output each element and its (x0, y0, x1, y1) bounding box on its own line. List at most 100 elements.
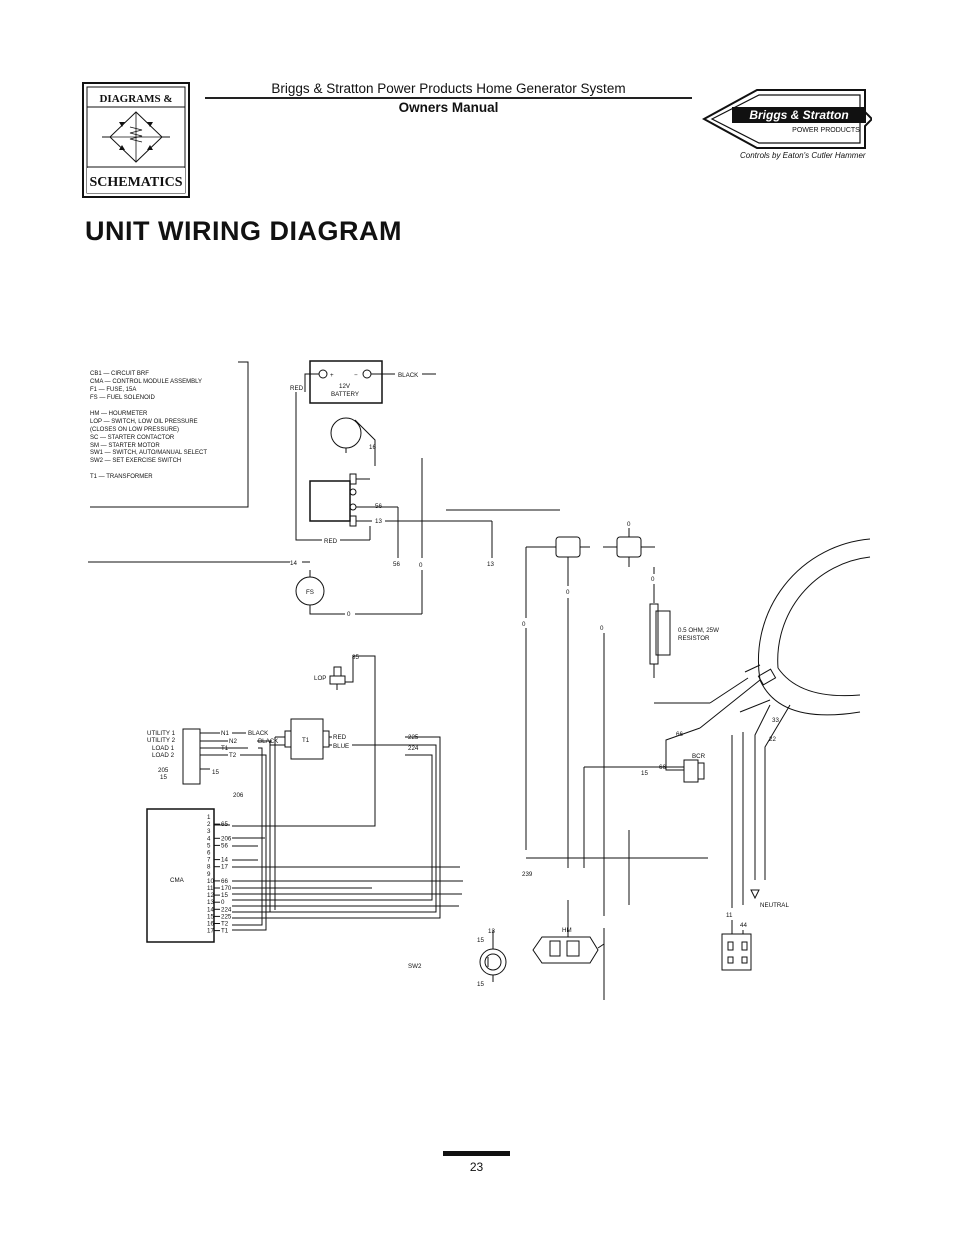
cma-pin-number: 16 (207, 921, 214, 928)
legend-line: CB1 — CIRCUIT BRF (90, 371, 149, 377)
cma-wire-number: 206 (221, 835, 232, 842)
hourmeter-label: HM (562, 927, 572, 934)
resistor-label: RESISTOR (678, 635, 710, 642)
wire-label: 15 (212, 769, 219, 776)
cma-wire-number: 56 (221, 842, 228, 849)
battery-plus-label: + (330, 372, 334, 379)
wire-label: T1 (221, 745, 229, 752)
cma-wire-number: T1 (221, 928, 229, 935)
cma-pin-number: 17 (207, 928, 214, 935)
component-legend: CB1 — CIRCUIT BRF CMA — CONTROL MODULE A… (90, 371, 207, 480)
legend-line: SC — STARTER CONTACTOR (90, 435, 175, 441)
wire-label: 85 (352, 654, 359, 661)
legend-line: SW1 — SWITCH, AUTO/MANUAL SELECT (90, 450, 207, 456)
cma-pin-number: 11 (207, 885, 214, 892)
lop-label: LOP (314, 675, 326, 682)
bcr-label: BCR (692, 753, 706, 760)
wire-label: 66 (676, 731, 683, 738)
wire-label: 0 (566, 589, 570, 596)
cma-pin-number: 2 (207, 821, 211, 828)
cma-wire-number: 65 (221, 821, 228, 828)
terminal-label: 15 (160, 774, 167, 781)
brand-name: Briggs & Stratton (749, 108, 848, 122)
wire-label: N1 (221, 730, 229, 737)
cma-wire-number: 14 (221, 857, 228, 864)
wire-label: 239 (522, 871, 533, 878)
wire-label: 0 (347, 611, 351, 618)
header-title: Briggs & Stratton Power Products Home Ge… (271, 81, 626, 96)
battery-minus-label: − (354, 372, 358, 379)
wire-label: N2 (229, 738, 237, 745)
briggs-stratton-logo: Briggs & Stratton POWER PRODUCTS (701, 88, 874, 155)
wire-label: 206 (233, 792, 244, 799)
wire-label: 16 (369, 444, 376, 451)
logo-bottom-word: SCHEMATICS (89, 175, 182, 190)
cma-pin-number: 15 (207, 913, 214, 920)
wire-label: BLACK (248, 730, 269, 737)
terminal-label: UTILITY 1 (147, 730, 176, 737)
legend-line: CMA — CONTROL MODULE ASSEMBLY (90, 379, 202, 385)
legend-line: SW2 — SET EXERCISE SWITCH (90, 458, 181, 464)
wire-label: 11 (726, 912, 733, 919)
wire-label: 13 (488, 928, 495, 935)
wire-label: RED (324, 538, 338, 545)
wire-label: 0 (600, 625, 604, 632)
cma-wire-number: 15 (221, 892, 228, 899)
page-title: UNIT WIRING DIAGRAM (85, 216, 402, 246)
wire-label: T2 (229, 752, 237, 759)
cma-pin-number: 7 (207, 857, 211, 864)
wire-label: 225 (408, 734, 419, 741)
wire-label: 44 (740, 922, 747, 929)
wire-label: 0 (651, 576, 655, 583)
cma-pin-number: 13 (207, 899, 214, 906)
fuel-solenoid-label: FS (306, 589, 314, 596)
resistor-label: 0.5 OHM, 25W (678, 627, 719, 634)
legend-line: SM — STARTER MOTOR (90, 443, 160, 449)
wire-label: 14 (290, 560, 297, 567)
wire-label: 15 (477, 937, 484, 944)
wire-label: 0 (627, 521, 631, 528)
cma-pin-number: 8 (207, 864, 211, 871)
wire-label: 15 (477, 981, 484, 988)
logo-caption: Controls by Eaton's Cutler Hammer (740, 151, 866, 160)
wire-label: 224 (408, 745, 419, 752)
wire-label: BLUE (333, 743, 349, 750)
cma-wire-number: T2 (221, 921, 229, 928)
diagrams-schematics-logo: DIAGRAMS & SCHEMATICS (82, 82, 190, 203)
cma-wire-number: 66 (221, 878, 228, 885)
cma-pin-number: 14 (207, 906, 214, 913)
wire-label: 22 (769, 736, 776, 743)
legend-line: F1 — FUSE, 15A (90, 387, 136, 393)
cma-pin-number: 1 (207, 814, 211, 821)
legend-line: FS — FUEL SOLENOID (90, 395, 155, 401)
cma-pin-number: 9 (207, 871, 211, 878)
brand-sub: POWER PRODUCTS (792, 127, 860, 134)
cma-pin-number: 12 (207, 892, 214, 899)
legend-line: T1 — TRANSFORMER (90, 474, 153, 480)
cma-wire-number: 225 (221, 913, 232, 920)
header-rule (205, 97, 692, 99)
wire-label: 0 (522, 621, 526, 628)
legend-line: LOP — SWITCH, LOW OIL PRESSURE (90, 419, 198, 425)
cma-pin-number: 6 (207, 850, 211, 857)
battery-label: 12V (339, 383, 351, 390)
page-number-bar (443, 1151, 510, 1156)
cma-pin-number: 10 (207, 878, 214, 885)
wire-label: RED (333, 734, 347, 741)
cma-wire-number: 224 (221, 906, 232, 913)
wire-label: 66 (659, 764, 666, 771)
cma-wire-number: 17 (221, 864, 228, 871)
cma-pin-number: 4 (207, 835, 211, 842)
header-subtitle: Owners Manual (398, 100, 499, 115)
cma-pin-number: 3 (207, 828, 211, 835)
wire-label: 15 (641, 770, 648, 777)
wire-label: 56 (375, 503, 382, 510)
wire-label: 0 (419, 562, 423, 569)
terminal-label: 205 (158, 767, 169, 774)
wire-label: RED (290, 385, 304, 392)
neutral-label: NEUTRAL (760, 902, 789, 909)
terminal-label: UTILITY 2 (147, 737, 176, 744)
sw2-label: SW2 (408, 963, 422, 970)
